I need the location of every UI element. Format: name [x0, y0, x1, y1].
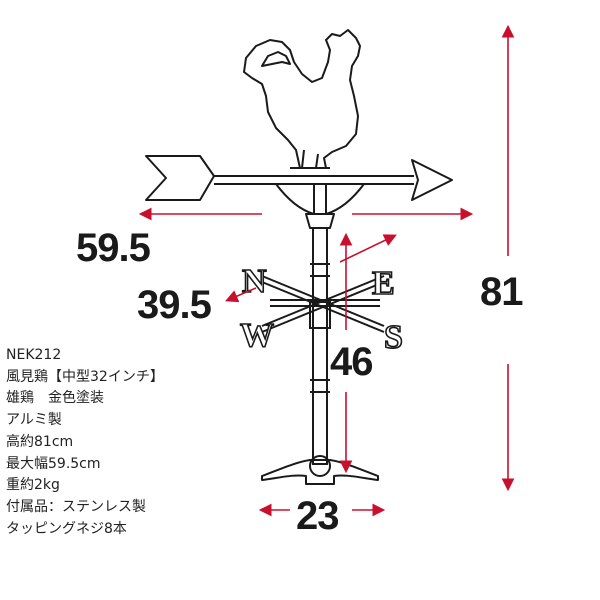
compass-letters: N E W S [239, 262, 404, 357]
rooster-icon [243, 29, 361, 169]
dimension-arrows [138, 24, 515, 517]
compass-letter-w: W [240, 317, 274, 354]
arrow-icon [145, 155, 453, 229]
spec-height: 高約81cm [6, 433, 74, 450]
spec-max-width: 最大幅59.5cm [6, 455, 101, 472]
base-icon [261, 455, 379, 485]
spec-model: NEK212 [6, 347, 62, 363]
dimension-vane-height-label: 46 [330, 340, 373, 384]
spec-accessory-detail: タッピングネジ8本 [6, 520, 127, 537]
spec-material: アルミ製 [6, 412, 62, 429]
compass-letter-e: E [372, 265, 395, 302]
dimension-width-label: 59.5 [76, 226, 151, 270]
compass-arms-icon [261, 275, 385, 333]
depth-arrow [225, 287, 257, 303]
spec-weight: 重約2kg [6, 477, 60, 494]
dimension-base-label: 23 [296, 494, 339, 538]
compass-letter-s: S [384, 319, 403, 356]
spec-accessory: 付属品：ステンレス製 [6, 498, 146, 515]
spec-product-name: 風見鶏【中型32インチ】 [6, 368, 164, 385]
pole-icon [310, 227, 330, 465]
compass-letter-n: N [242, 263, 267, 300]
spec-list: NEK212 風見鶏【中型32インチ】 雄鶏 金色塗装 アルミ製 高約81cm … [6, 345, 164, 540]
dimension-depth-label: 39.5 [137, 283, 212, 327]
depth-arrow-upper [339, 234, 397, 263]
spec-finish: 雄鶏 金色塗装 [6, 390, 104, 407]
dimension-height-label: 81 [480, 270, 523, 314]
